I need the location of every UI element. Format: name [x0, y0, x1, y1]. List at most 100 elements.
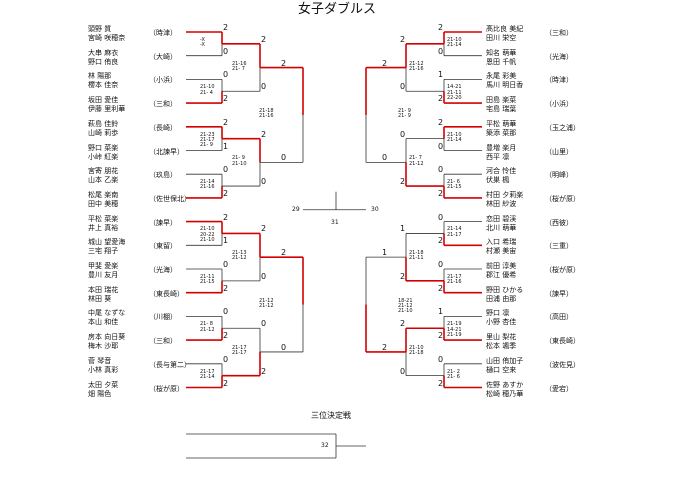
right-entry-13-team: （東長崎） — [545, 337, 580, 346]
right-r1-1-games-game-1: 21-11 — [447, 89, 462, 96]
left-r1-6-games-game-1: 21-12 — [200, 326, 215, 333]
right-r2-0-top-score: 2 — [400, 34, 406, 44]
left-r2-2-games-game-0: 21-13 — [232, 250, 247, 257]
right-r1-4-games-game-0: 21-14 — [447, 226, 462, 233]
final-match-no: 31 — [331, 218, 339, 226]
left-r1-3-games-game-1: 21-16 — [200, 184, 215, 191]
left-entry-8-team: （諫早） — [149, 218, 177, 227]
right-r2-2-top-score: 1 — [400, 224, 406, 234]
right-r1-0-games-game-1: 21-14 — [447, 42, 462, 49]
left-r2-0-games-game-1: 21- 7 — [232, 65, 245, 72]
left-entry-3-team: （三和） — [149, 100, 177, 109]
left-r2-1-games-game-0: 21- 9 — [232, 155, 245, 162]
right-entry-15-player-1: 佐野 あすか — [486, 380, 524, 389]
right-r3-0-bottom-score: 0 — [382, 153, 388, 163]
right-r2-1-games-game-1: 21-12 — [409, 160, 424, 167]
right-entry-15-player-2: 松崎 穂乃華 — [486, 389, 524, 398]
left-entry-5-team: （北諫早） — [149, 147, 184, 156]
right-r1-3-games-game-0: 21- 6 — [447, 179, 460, 186]
right-r1-0-bottom-score: 0 — [438, 46, 444, 56]
left-r1-0-bottom-score: 0 — [223, 46, 229, 56]
right-r3-1-games-game-0: 18-21 — [398, 297, 413, 304]
left-entry-14-team: （長与第二） — [149, 360, 191, 369]
left-entry-11-team: （東長崎） — [149, 289, 184, 298]
right-r2-1-bottom-score: 2 — [400, 177, 406, 187]
left-entry-9-player-2: 三宅 翔子 — [88, 247, 119, 256]
left-r2-3-games-game-1: 21-17 — [232, 350, 247, 357]
left-r1-1-games-game-1: 21- 4 — [200, 89, 213, 96]
right-r2-0-games-game-0: 21-12 — [409, 60, 424, 67]
right-entry-9-team: （三重） — [545, 242, 573, 251]
right-entry-12-player-1: 野口 凛 — [486, 309, 510, 318]
left-entry-9-team: （東留） — [149, 242, 177, 251]
left-r2-0-top-score: 2 — [261, 34, 267, 44]
right-entry-10-player-1: 前田 淳美 — [486, 262, 517, 270]
left-entry-12-player-2: 本山 和佳 — [88, 318, 119, 327]
right-r3-0-top-score: 2 — [382, 58, 388, 68]
left-entry-10-player-1: 甲斐 愛楽 — [88, 262, 119, 270]
left-r1-2-games-game-2: 21- 9 — [200, 142, 213, 149]
left-entry-13-player-2: 梅木 沙耶 — [88, 342, 119, 351]
right-entry-0-player-1: 髙比良 美紀 — [486, 25, 524, 33]
right-r1-3-games-game-1: 21-15 — [447, 184, 462, 191]
right-entry-13-player-1: 里山 梨花 — [486, 333, 517, 342]
left-r2-0-bottom-score: 0 — [261, 82, 267, 92]
right-entry-0-player-2: 田川 栄空 — [486, 34, 517, 42]
right-entry-9-player-2: 村瀬 美宙 — [486, 247, 517, 256]
left-r1-1-bottom-score: 2 — [223, 94, 229, 104]
left-entry-13-team: （三和） — [149, 337, 177, 346]
left-entry-14-player-1: 菅 琴音 — [88, 356, 112, 365]
left-r1-6-bottom-score: 2 — [223, 331, 229, 341]
right-entry-4-team: （玉之浦） — [545, 123, 580, 132]
right-entry-7-player-2: 林田 紗波 — [486, 199, 517, 208]
left-r2-2-top-score: 2 — [261, 224, 267, 234]
right-r2-0-games-game-1: 21-16 — [409, 65, 424, 72]
right-entry-3-team: （小浜） — [545, 100, 573, 109]
right-r1-6-games-game-0: 21-19 — [447, 321, 462, 328]
right-r2-0-bottom-score: 0 — [400, 82, 406, 92]
right-entry-5-player-2: 西平 凛 — [486, 152, 510, 161]
right-r1-5-bottom-score: 2 — [438, 283, 444, 293]
left-r1-0-games: -X-X — [200, 37, 205, 49]
right-r1-4-top-score: 0 — [438, 212, 444, 222]
left-r1-2-games-game-0: 21-23 — [200, 131, 215, 138]
right-entry-2-player-1: 永尾 彩美 — [486, 72, 517, 81]
left-entry-7-player-1: 松尾 楽南 — [88, 190, 119, 199]
right-r1-7-bottom-score: 2 — [438, 378, 444, 388]
right-r1-2-bottom-score: 0 — [438, 141, 444, 151]
right-entry-10-team: （桜が原） — [545, 266, 580, 274]
left-r3-0-games-game-1: 21-16 — [259, 113, 274, 120]
right-r2-3-bottom-score: 0 — [400, 366, 406, 376]
left-entry-6-team: （玖島） — [149, 171, 177, 180]
right-r1-5-games-game-0: 21-17 — [447, 273, 462, 280]
left-r2-1-games-game-1: 21-10 — [232, 160, 247, 167]
left-r1-2-top-score: 2 — [223, 117, 229, 127]
right-entry-3-player-1: 田島 楽菜 — [486, 96, 517, 105]
left-r1-4-games-game-2: 21-10 — [200, 236, 215, 243]
right-r2-3-games-game-0: 21-10 — [409, 344, 424, 351]
right-r1-6-bottom-score: 2 — [438, 331, 444, 341]
right-r3-0-games-game-1: 21- 9 — [398, 113, 411, 120]
right-entry-14-player-1: 山田 侑加子 — [486, 356, 524, 365]
right-r1-3-bottom-score: 2 — [438, 188, 444, 198]
right-entry-8-team: （西彼） — [545, 218, 573, 227]
right-entry-12-player-2: 小野 杏佳 — [486, 318, 517, 327]
right-r3-1-top-score: 1 — [382, 248, 388, 258]
left-r1-7-games-game-0: 21-17 — [200, 368, 215, 375]
left-r1-4-bottom-score: 1 — [223, 236, 229, 246]
right-r1-2-games-game-1: 21-14 — [447, 136, 462, 143]
left-entry-3-player-2: 伊藤 里利華 — [88, 105, 126, 114]
left-entry-12-team: （川棚） — [149, 313, 177, 322]
